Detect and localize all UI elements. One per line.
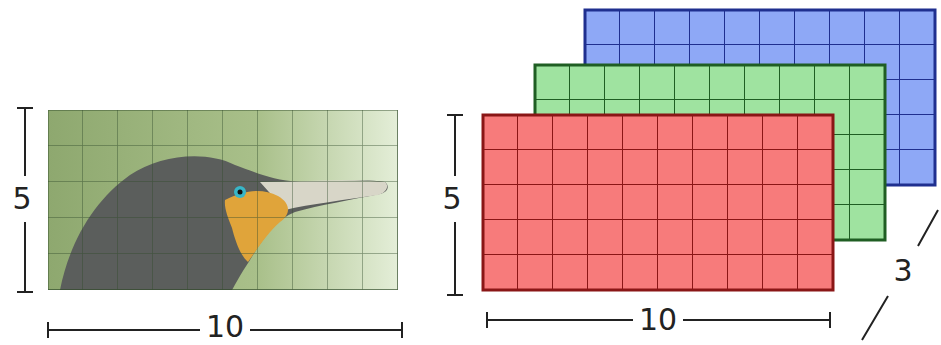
dimension-label: 10 (203, 312, 247, 342)
dimension-label: 5 (9, 184, 34, 214)
dimension-label: 3 (890, 256, 915, 286)
dimension-label: 10 (636, 305, 680, 335)
red-channel (483, 115, 833, 290)
bird-photo (48, 110, 398, 290)
dimension-lines (17, 108, 938, 340)
dimension-label: 5 (439, 184, 464, 214)
